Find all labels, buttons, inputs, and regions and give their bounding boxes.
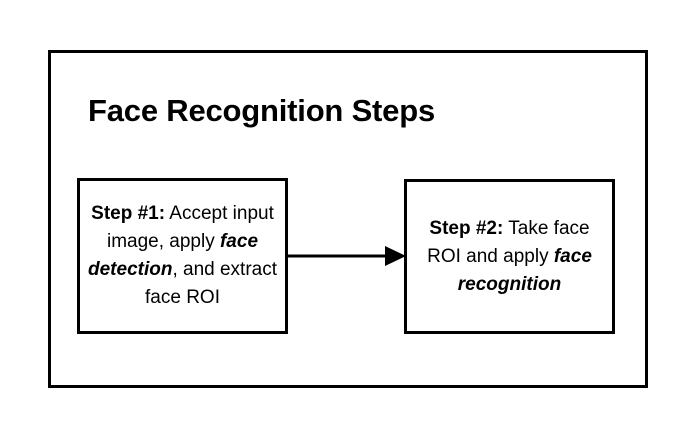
step-1-text: Step #1: Accept input image, apply face …	[80, 200, 285, 312]
step-2-text: Step #2: Take face ROI and apply face re…	[407, 215, 612, 299]
step-1-text-after: , and extract face ROI	[145, 259, 278, 308]
step-2-emphasis: face recognition	[457, 245, 592, 295]
step-box-2: Step #2: Take face ROI and apply face re…	[404, 179, 615, 334]
step-2-label: Step #2:	[429, 217, 504, 239]
step-1-text-before: Accept input image, apply	[106, 203, 274, 252]
arrow-right-icon	[288, 246, 406, 266]
step-1-label: Step #1:	[91, 203, 166, 224]
step-2-text-before: Take face ROI and apply	[427, 217, 590, 267]
step-box-1: Step #1: Accept input image, apply face …	[77, 178, 288, 334]
step-1-emphasis: face detection	[88, 231, 259, 280]
page-title: Face Recognition Steps	[88, 93, 435, 128]
